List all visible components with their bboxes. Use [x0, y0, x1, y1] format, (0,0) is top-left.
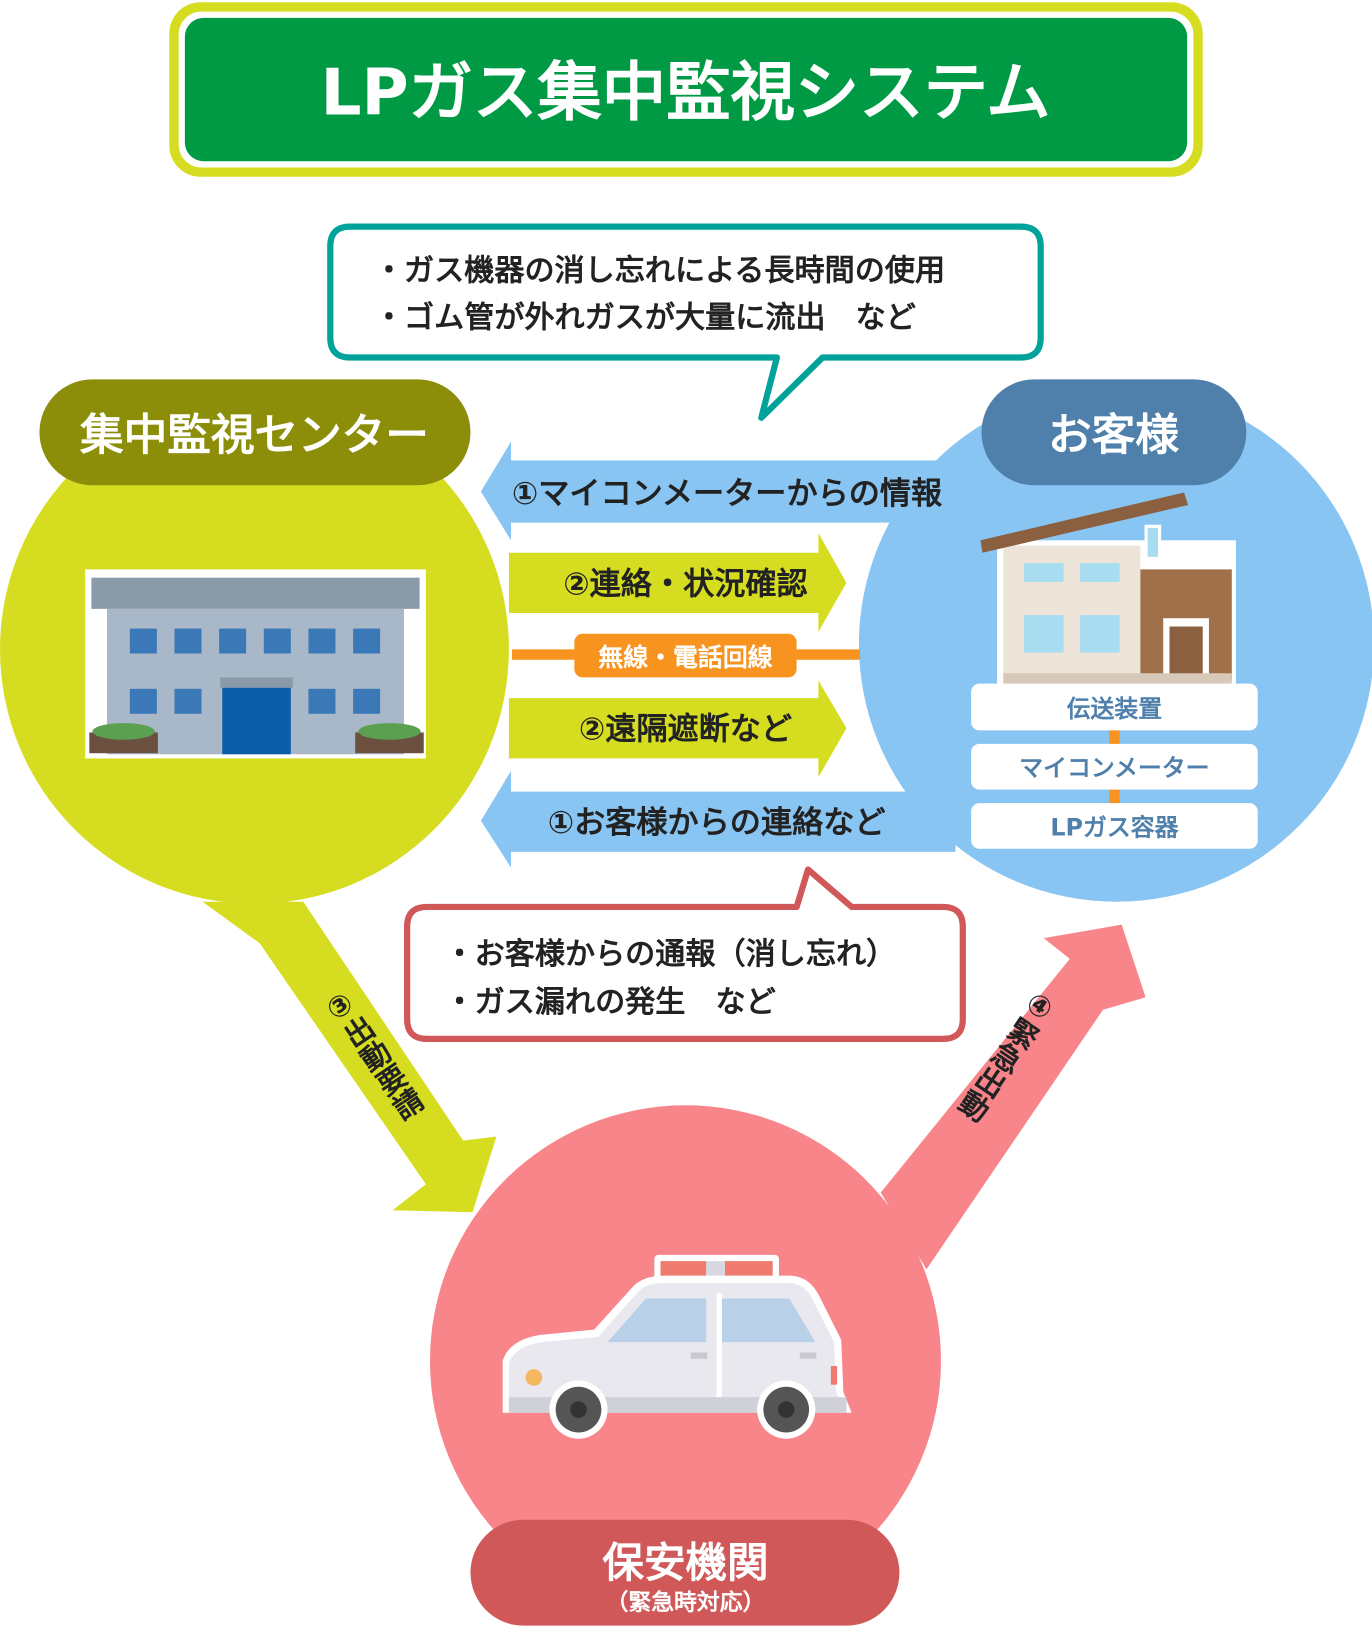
- communication-line: 無線・電話回線: [512, 633, 860, 678]
- svg-text:・お客様からの通報（消し忘れ）: ・お客様からの通報（消し忘れ）: [445, 937, 897, 972]
- svg-text:②連絡・状況確認: ②連絡・状況確認: [563, 566, 807, 602]
- security-label-pill: 保安機関 （緊急時対応）: [470, 1519, 900, 1626]
- center-label-pill: 集中監視センター: [39, 379, 471, 486]
- arrow-contact-check: ②連絡・状況確認: [508, 533, 847, 632]
- svg-text:②遠隔遮断など: ②遠隔遮断など: [579, 712, 792, 748]
- title-banner: LPガス集中監視システム: [169, 2, 1203, 177]
- red-speech-bubble: ・お客様からの通報（消し忘れ） ・ガス漏れの発生 など: [404, 866, 966, 1042]
- svg-text:LPガス容器: LPガス容器: [1050, 813, 1179, 841]
- svg-text:保安機関: 保安機関: [602, 1538, 768, 1587]
- teal-speech-bubble: ・ガス機器の消し忘れによる長時間の使用 ・ゴム管が外れガスが大量に流出 など: [327, 223, 1044, 421]
- house-icon: [980, 492, 1236, 686]
- svg-text:・ガス機器の消し忘れによる長時間の使用: ・ガス機器の消し忘れによる長時間の使用: [374, 254, 945, 289]
- page-title: LPガス集中監視システム: [320, 55, 1050, 130]
- device-microcomputer-meter: [971, 743, 1258, 790]
- svg-text:お客様: お客様: [1048, 411, 1179, 461]
- svg-text:・ゴム管が外れガスが大量に流出 など: ・ゴム管が外れガスが大量に流出 など: [374, 300, 916, 335]
- arrow-meter-info: ①マイコンメーターからの情報: [480, 441, 956, 541]
- arrow-customer-contact: ①お客様からの連絡など: [480, 770, 956, 868]
- svg-text:伝送装置: 伝送装置: [1067, 695, 1163, 723]
- arrow-remote-shutoff: ②遠隔遮断など: [508, 680, 847, 778]
- office-building-icon: [85, 569, 426, 759]
- device-lp-gas-container: [971, 803, 1258, 849]
- svg-text:集中監視センター: 集中監視センター: [79, 411, 429, 461]
- svg-text:①マイコンメーターからの情報: ①マイコンメーターからの情報: [512, 476, 943, 512]
- svg-text:・ガス漏れの発生 など: ・ガス漏れの発生 など: [445, 985, 776, 1020]
- svg-text:無線・電話回線: 無線・電話回線: [598, 643, 772, 672]
- emergency-car-icon: [502, 1254, 852, 1439]
- customer-device-stack: 伝送装置 マイコンメーター LPガス容器: [971, 683, 1258, 849]
- customer-label-pill: お客様: [981, 379, 1247, 486]
- svg-text:（緊急時対応）: （緊急時対応）: [606, 1589, 766, 1616]
- device-transmitter: [971, 683, 1258, 731]
- svg-text:マイコンメーター: マイコンメーター: [1019, 754, 1209, 782]
- svg-text:①お客様からの連絡など: ①お客様からの連絡など: [548, 805, 886, 841]
